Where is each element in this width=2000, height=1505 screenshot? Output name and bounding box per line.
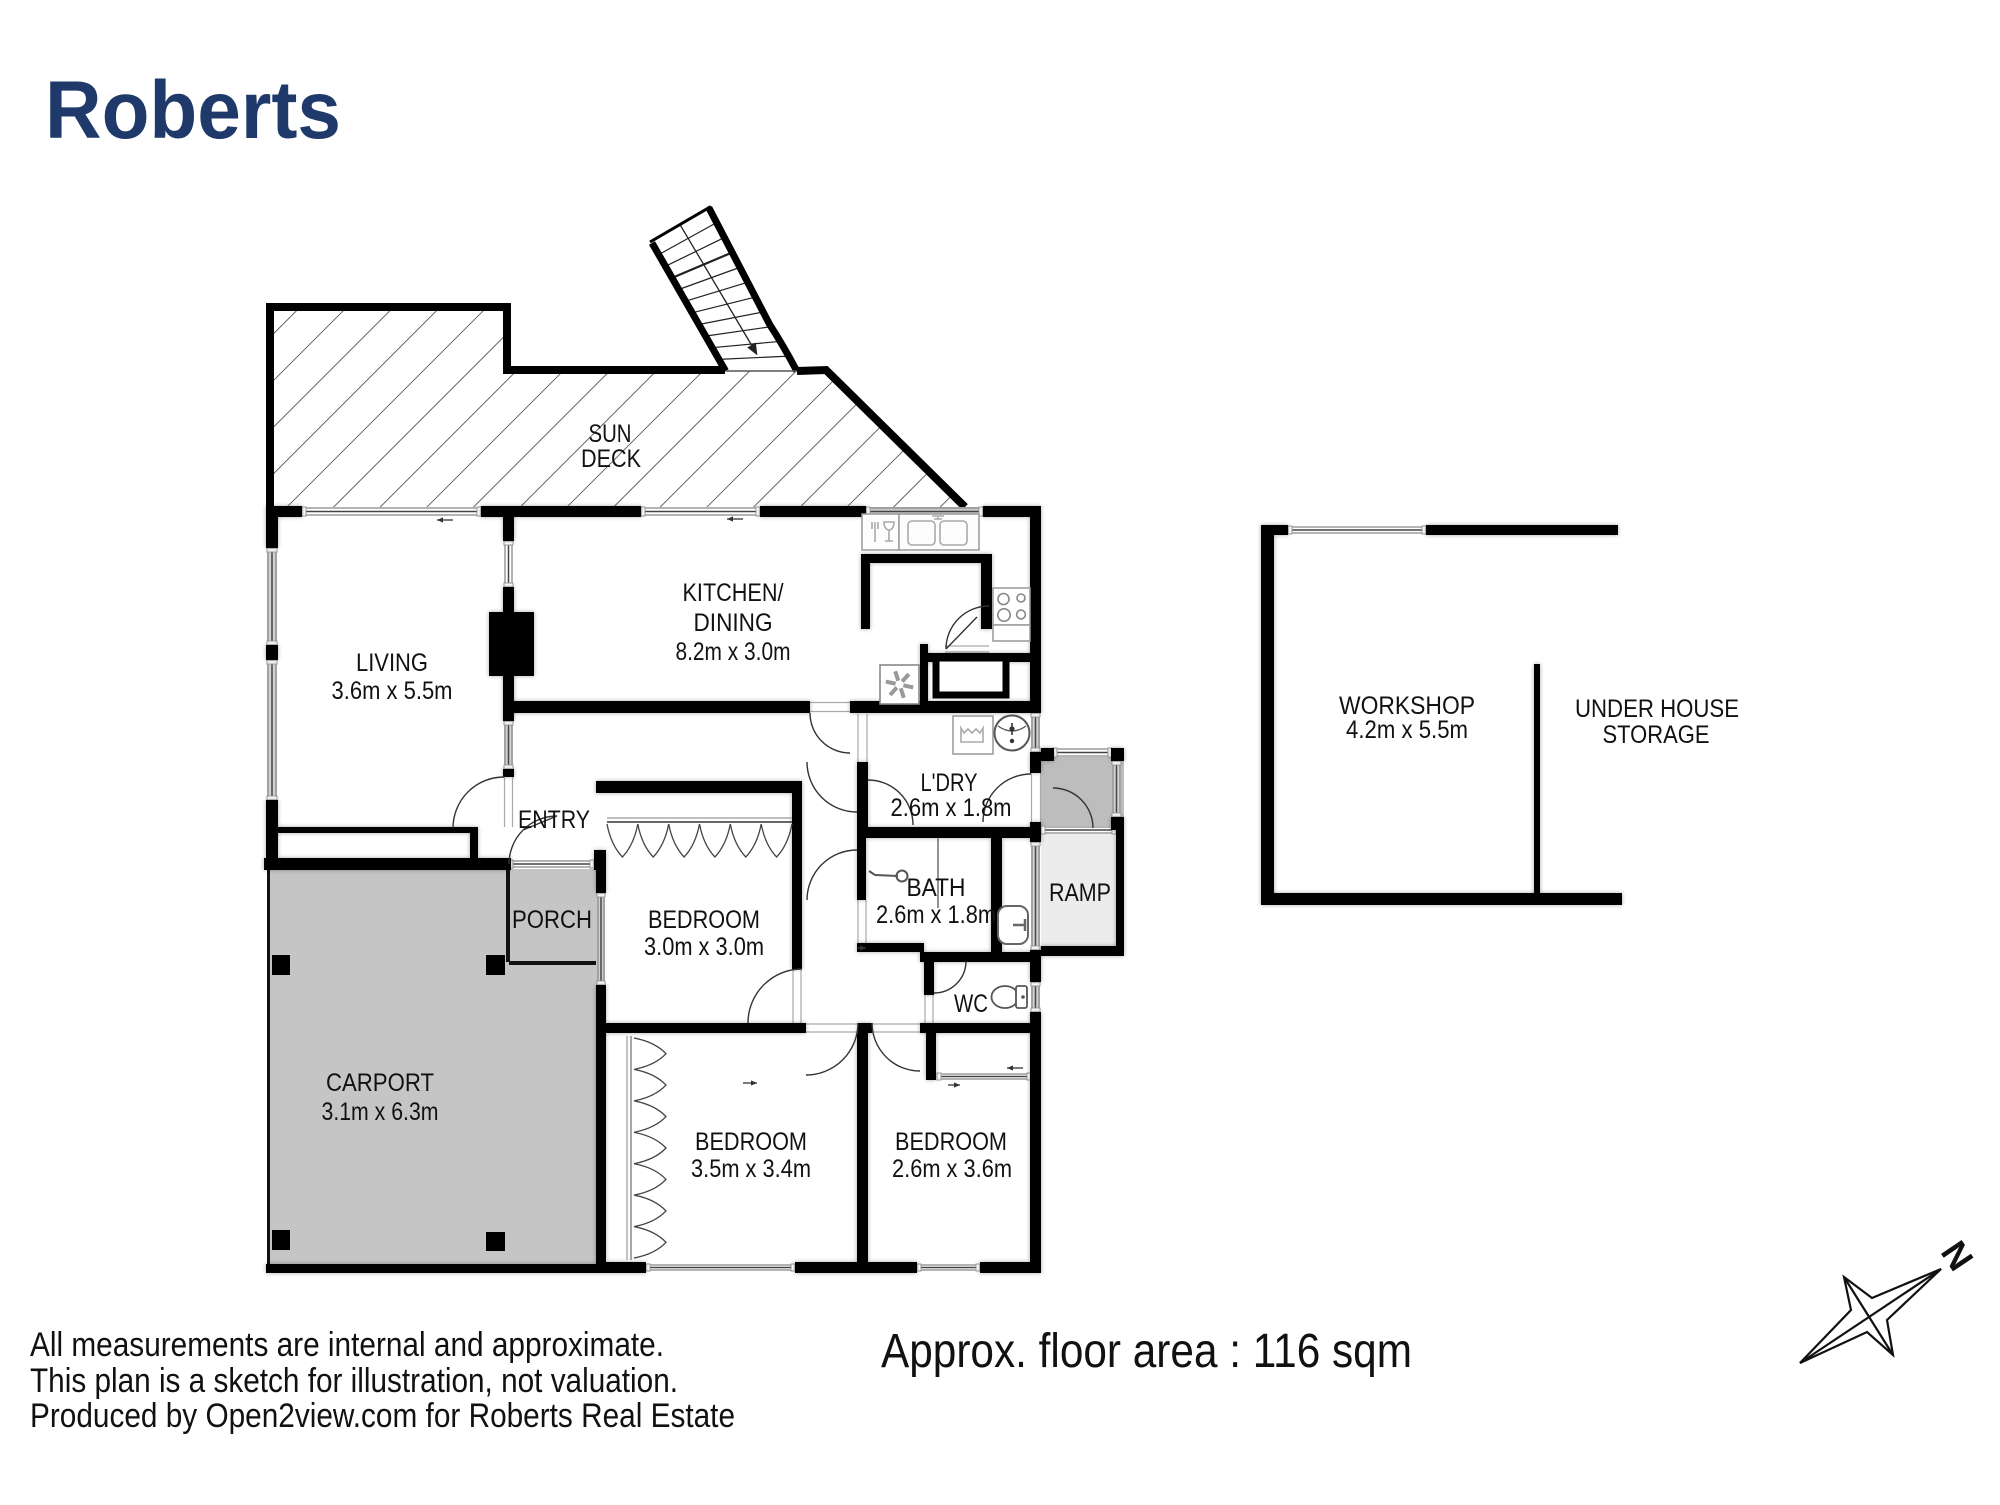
svg-text:BEDROOM: BEDROOM — [695, 1128, 807, 1156]
svg-text:STORAGE: STORAGE — [1603, 721, 1710, 749]
svg-text:Approx. floor area : 116 sqm: Approx. floor area : 116 sqm — [881, 1325, 1412, 1378]
svg-text:ENTRY: ENTRY — [518, 806, 590, 834]
svg-text:3.0m x 3.0m: 3.0m x 3.0m — [644, 933, 764, 961]
svg-text:WORKSHOP: WORKSHOP — [1339, 692, 1475, 720]
svg-text:3.5m x 3.4m: 3.5m x 3.4m — [691, 1155, 811, 1183]
svg-text:This plan is a sketch for illu: This plan is a sketch for illustration, … — [30, 1362, 678, 1400]
svg-text:DECK: DECK — [581, 445, 641, 473]
svg-text:2.6m x 1.8m: 2.6m x 1.8m — [876, 901, 996, 929]
svg-text:PORCH: PORCH — [512, 906, 592, 934]
svg-text:All measurements are internal: All measurements are internal and approx… — [30, 1326, 664, 1364]
svg-text:BEDROOM: BEDROOM — [648, 906, 760, 934]
svg-text:4.2m x 5.5m: 4.2m x 5.5m — [1346, 716, 1468, 744]
svg-text:RAMP: RAMP — [1049, 879, 1111, 907]
svg-text:8.2m x 3.0m: 8.2m x 3.0m — [676, 638, 791, 666]
svg-text:3.1m x 6.3m: 3.1m x 6.3m — [322, 1098, 439, 1126]
svg-text:Roberts: Roberts — [45, 65, 341, 156]
svg-text:DINING: DINING — [694, 609, 773, 637]
svg-text:2.6m x 3.6m: 2.6m x 3.6m — [892, 1155, 1012, 1183]
svg-text:2.6m x 1.8m: 2.6m x 1.8m — [891, 794, 1012, 822]
svg-text:SUN: SUN — [589, 420, 632, 448]
svg-text:Produced by Open2view.com for: Produced by Open2view.com for Roberts Re… — [30, 1397, 735, 1435]
svg-text:BATH: BATH — [907, 874, 966, 902]
svg-text:BEDROOM: BEDROOM — [895, 1128, 1007, 1156]
svg-text:LIVING: LIVING — [356, 649, 428, 677]
svg-text:WC: WC — [954, 990, 988, 1018]
svg-text:3.6m x 5.5m: 3.6m x 5.5m — [332, 677, 453, 705]
svg-text:UNDER HOUSE: UNDER HOUSE — [1575, 695, 1739, 723]
svg-text:L'DRY: L'DRY — [921, 769, 978, 797]
svg-text:CARPORT: CARPORT — [326, 1069, 434, 1097]
svg-text:KITCHEN/: KITCHEN/ — [683, 579, 784, 607]
